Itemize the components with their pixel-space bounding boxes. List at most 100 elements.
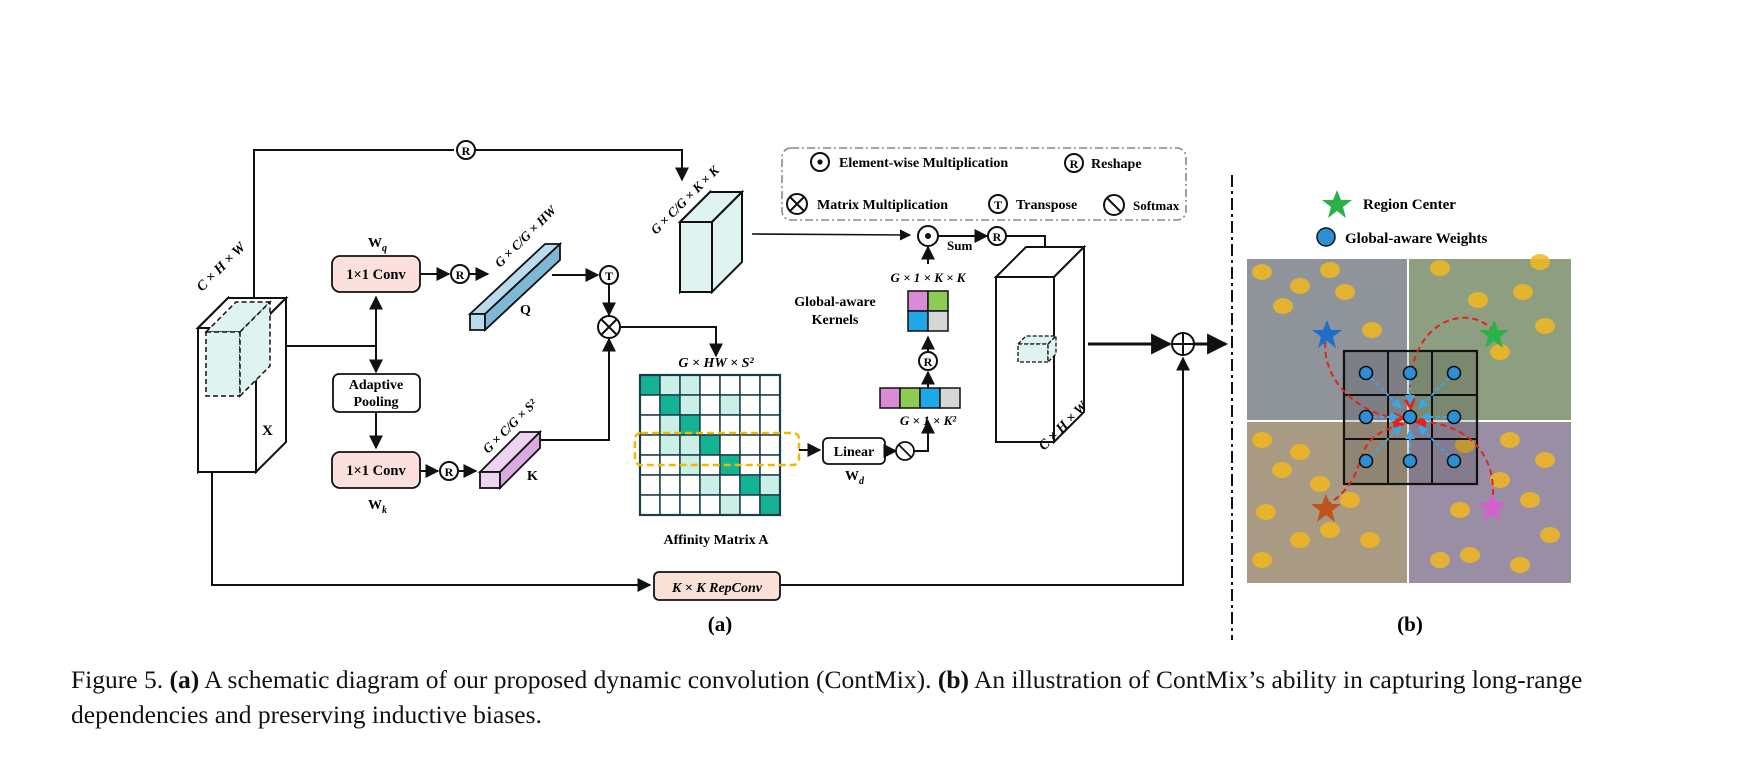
legend-global-weights: Global-aware Weights	[1345, 231, 1488, 247]
fruit-blob	[1468, 292, 1488, 308]
affinity-cell	[679, 494, 701, 516]
reshape-legend-icon: R	[1064, 153, 1084, 173]
affinity-cell	[739, 474, 761, 496]
svg-text:K × K RepConv: K × K RepConv	[671, 581, 763, 596]
softmax-icon	[895, 441, 915, 461]
caption-figure-label: Figure 5.	[71, 665, 164, 694]
repconv-path-right	[780, 356, 1190, 586]
wd-label: Wd	[845, 469, 865, 487]
fruit-blob	[1340, 492, 1360, 508]
transpose-legend-icon: T	[988, 194, 1008, 214]
kernel-vector-cell	[879, 387, 901, 409]
fruit-blob	[1490, 472, 1510, 488]
weight-dot	[1402, 453, 1418, 469]
affinity-cell	[759, 474, 781, 496]
weight-dot	[1446, 453, 1462, 469]
panel-b-legend: Region Center Global-aware Weights	[1316, 190, 1488, 247]
affinity-cell	[699, 374, 721, 396]
caption-b-text: An illustration of ContMix’s ability in …	[71, 665, 1583, 729]
linear-box: Linear	[822, 437, 886, 465]
affinity-cell	[699, 494, 721, 516]
elementwise-legend-icon	[810, 152, 830, 172]
fruit-blob	[1310, 476, 1330, 492]
affinity-cell	[699, 394, 721, 416]
kernel-cell	[927, 310, 949, 332]
reshape-icon: R	[456, 140, 476, 160]
affinity-cell	[679, 394, 701, 416]
affinity-cell	[719, 474, 741, 496]
kernel-dims: G × 1 × K × K	[891, 270, 967, 285]
legend-elementwise: Element-wise Multiplication	[839, 156, 1008, 171]
fruit-blob	[1535, 318, 1555, 334]
fruit-blob	[1455, 437, 1475, 453]
fruit-blob	[1320, 522, 1340, 538]
fruit-blob	[1256, 504, 1276, 520]
fruit-blob	[1320, 262, 1340, 278]
kernel-vector-cell	[939, 387, 961, 409]
affinity-cell	[679, 434, 701, 456]
top-route-arrow-2	[475, 149, 689, 182]
svg-text:Linear: Linear	[834, 445, 874, 460]
caption-a-tag: (a)	[169, 665, 200, 694]
conv-k-box: 1×1 Conv	[331, 451, 421, 489]
affinity-cell	[679, 474, 701, 496]
global-weight-legend-icon	[1316, 227, 1336, 247]
fruit-blob	[1450, 502, 1470, 518]
affinity-cell	[739, 374, 761, 396]
global-kernels-label-line2: Kernels	[812, 313, 859, 328]
key-to-matmul-arrow	[540, 337, 616, 441]
svg-text:1×1 Conv: 1×1 Conv	[346, 463, 406, 479]
figure-caption: Figure 5. (a) A schematic diagram of our…	[71, 662, 1711, 732]
softmax-to-kernels-arrow	[914, 419, 935, 452]
affinity-cell	[759, 394, 781, 416]
fruit-blob	[1252, 432, 1272, 448]
svg-text:R: R	[1070, 157, 1079, 171]
sum-label: Sum	[947, 238, 972, 253]
repconv-box: K × K RepConv	[653, 571, 781, 601]
star-icon	[1322, 190, 1352, 218]
output-tensor	[993, 244, 1087, 445]
fruit-blob	[1290, 444, 1310, 460]
fruit-blob	[1290, 532, 1310, 548]
weight-dot	[1358, 365, 1374, 381]
weight-dot	[1446, 365, 1462, 381]
affinity-cell	[719, 494, 741, 516]
weight-dot	[1402, 409, 1418, 425]
fruit-blob	[1252, 552, 1272, 568]
fruit-blob	[1530, 254, 1550, 270]
weight-dot	[1358, 409, 1374, 425]
affinity-cell	[659, 494, 681, 516]
fruit-blob	[1535, 452, 1555, 468]
affinity-cell	[639, 494, 661, 516]
conv-q-box: 1×1 Conv	[331, 255, 421, 293]
matmul-legend-icon	[786, 193, 808, 215]
affinity-cell	[699, 434, 721, 456]
transpose-icon: T	[599, 265, 619, 285]
local-links	[1365, 372, 1455, 462]
star-icon	[1311, 494, 1341, 522]
elementwise-mult-icon	[917, 225, 939, 247]
input-tensor-front	[195, 295, 289, 475]
fruit-blob	[1273, 298, 1293, 314]
affinity-cell	[679, 374, 701, 396]
global-aware-weights	[1358, 365, 1462, 469]
fruit-blob	[1460, 547, 1480, 563]
fruit-blob	[1252, 264, 1272, 280]
reshape-icon: R	[987, 226, 1007, 246]
weight-dot	[1358, 453, 1374, 469]
legend-softmax: Softmax	[1133, 198, 1180, 213]
kernel-vector	[879, 387, 961, 409]
wk-label: Wk	[368, 498, 387, 516]
kernel-vector-cell	[899, 387, 921, 409]
fruit-blob	[1360, 532, 1380, 548]
legend-reshape: Reshape	[1091, 157, 1142, 172]
weight-dot	[1402, 365, 1418, 381]
fruit-blob	[1520, 492, 1540, 508]
repconv-path-left	[211, 472, 652, 592]
caption-a-text: A schematic diagram of our proposed dyna…	[204, 665, 932, 694]
svg-text:Adaptive: Adaptive	[349, 378, 403, 393]
affinity-cell	[719, 374, 741, 396]
fruit-blob	[1290, 278, 1310, 294]
kernel-cell	[927, 290, 949, 312]
affinity-cell	[639, 374, 661, 396]
